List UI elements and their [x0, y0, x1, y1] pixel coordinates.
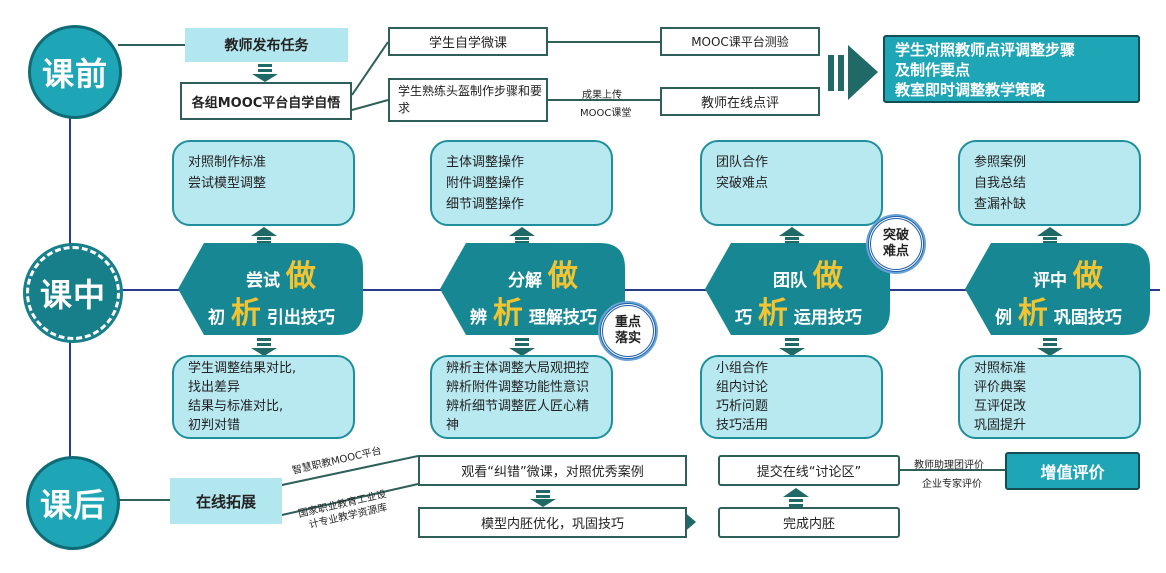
stage-prefix: 初 [208, 308, 225, 328]
stage-skill: 引出技巧 [266, 308, 335, 328]
stage-hexagon: 尝试 做初 析 引出技巧 [178, 243, 363, 335]
optimize-box: 模型内胚优化，巩固技巧 [418, 507, 687, 538]
card-line: 技巧活用 [716, 418, 769, 433]
stage-prefix: 辨 [470, 308, 487, 328]
analyze-char: 析 [757, 296, 788, 331]
stage-name: 尝试 [246, 271, 280, 291]
card-line: 参照案例 [974, 155, 1027, 170]
card-line: 对照制作标准 [188, 155, 267, 170]
stage-title-line1: 尝试 做 [246, 251, 316, 295]
value-eval-box: 增值评价 [1005, 452, 1140, 490]
card-line: 团队合作 [716, 155, 769, 170]
teacher-task-box: 教师发布任务 [185, 28, 348, 62]
stage-title-line2: 巧 析 运用技巧 [735, 288, 862, 332]
card-line: 细节调整操作 [446, 197, 525, 212]
flow-arrow [251, 227, 277, 356]
card-line: 突破难点 [716, 176, 769, 191]
stamp-text: 难点 [882, 244, 909, 259]
stage-top-card: 参照案例自我总结查漏补缺 [958, 140, 1141, 226]
card-line: 巧析问题 [716, 399, 769, 414]
do-char: 做 [547, 259, 578, 294]
stage-skill: 理解技巧 [528, 308, 597, 328]
summary-line: 学生对照教师点评调整步骤 [895, 41, 1076, 59]
card-line: 附件调整操作 [446, 176, 525, 191]
teacher-review-box: 教师在线点评 [660, 87, 820, 116]
summary-box: 学生对照教师点评调整步骤 及制作要点 教室即时调整教学策略 [883, 35, 1140, 103]
card-line: 辨析附件调整功能性意识 [446, 380, 590, 395]
phase-post-class: 课后 [26, 456, 120, 550]
stage-bottom-card: 学生调整结果对比, 找出差异结果与标准对比, 初判对错 [172, 355, 355, 439]
stamp-text: 重点 [614, 315, 641, 330]
stamp-text: 落实 [614, 331, 641, 346]
card-line: 对照标准 [974, 361, 1027, 376]
stage-title-line2: 辨 析 理解技巧 [470, 288, 597, 332]
summary-line: 教室即时调整教学策略 [895, 81, 1046, 99]
self-study-box: 学生自学微课 [388, 27, 548, 56]
do-char: 做 [285, 259, 316, 294]
analyze-char: 析 [492, 296, 523, 331]
stage-name: 评中 [1033, 271, 1067, 291]
eval-label-1: 教师助理团评价 [914, 460, 984, 471]
phase-pre-class: 课前 [28, 25, 122, 119]
practice-box: 学生熟练头盔制作步骤和要求 [388, 78, 548, 122]
difficulty-stamp: 突破难点 [868, 216, 924, 272]
stage-skill: 运用技巧 [793, 308, 862, 328]
flow-arrow [509, 227, 535, 356]
eval-label-2: 企业专家评价 [922, 479, 982, 490]
card-line: 评价典案 [974, 380, 1027, 395]
stamp-text: 突破 [882, 228, 909, 243]
stage-top-card: 主体调整操作附件调整操作细节调整操作 [430, 140, 613, 226]
summary-line: 及制作要点 [895, 61, 971, 79]
stage-skill: 巩固技巧 [1053, 308, 1122, 328]
group-study-box: 各组MOOC平台自学自悟 [180, 82, 352, 120]
flow-arrow [1037, 227, 1063, 356]
card-line: 辨析主体调整大局观把控 [446, 361, 590, 376]
upload-label: 成果上传 [582, 90, 622, 101]
stage-top-card: 对照制作标准尝试模型调整 [172, 140, 355, 226]
card-line: 结果与标准对比, [188, 399, 284, 414]
stage-title-line2: 例 析 巩固技巧 [995, 288, 1122, 332]
stage-hexagon: 团队 做巧 析 运用技巧 [705, 243, 890, 335]
do-char: 做 [1072, 259, 1103, 294]
flow-arrow [779, 227, 805, 356]
card-line: 找出差异 [188, 380, 241, 395]
key-point-stamp: 重点落实 [600, 303, 656, 359]
card-line: 学生调整结果对比, [188, 361, 297, 376]
stage-prefix: 巧 [735, 308, 752, 328]
card-line: 巩固提升 [974, 418, 1027, 433]
quiz-box: MOOC课平台测验 [660, 27, 820, 56]
stage-prefix: 例 [995, 308, 1012, 328]
card-line: 自我总结 [974, 176, 1027, 191]
stage-title-line1: 分解 做 [508, 251, 578, 295]
complete-box: 完成内胚 [718, 507, 900, 538]
phase-in-class: 课中 [23, 243, 123, 343]
stage-name: 团队 [773, 271, 807, 291]
stage-title-line1: 团队 做 [773, 251, 843, 295]
card-line: 初判对错 [188, 418, 241, 433]
analyze-char: 析 [230, 296, 261, 331]
do-char: 做 [812, 259, 843, 294]
stage-bottom-card: 对照标准评价典案互评促改巩固提升 [958, 355, 1141, 439]
stage-hexagon: 评中 做例 析 巩固技巧 [965, 243, 1150, 335]
mooc-class-label: MOOC课堂 [580, 108, 632, 119]
card-line: 组内讨论 [716, 380, 769, 395]
stage-bottom-card: 辨析主体调整大局观把控辨析附件调整功能性意识辨析细节调整匠人匠心精神 [430, 355, 613, 439]
stage-title-line1: 评中 做 [1033, 251, 1103, 295]
stage-title-line2: 初 析 引出技巧 [208, 288, 335, 332]
stage-hexagon: 分解 做辨 析 理解技巧 [440, 243, 625, 335]
analyze-char: 析 [1017, 296, 1048, 331]
submit-box: 提交在线“讨论区” [718, 455, 900, 486]
card-line: 尝试模型调整 [188, 176, 267, 191]
watch-box: 观看“纠错”微课，对照优秀案例 [418, 455, 687, 486]
stage-name: 分解 [508, 271, 542, 291]
card-line: 查漏补缺 [974, 197, 1027, 212]
stage-bottom-card: 小组合作组内讨论巧析问题技巧活用 [700, 355, 883, 439]
online-extension-box: 在线拓展 [170, 478, 282, 524]
card-line: 主体调整操作 [446, 155, 525, 170]
card-line: 互评促改 [974, 399, 1027, 414]
stage-top-card: 团队合作突破难点 [700, 140, 883, 226]
card-line: 辨析细节调整匠人匠心精神 [446, 399, 590, 433]
card-line: 小组合作 [716, 361, 769, 376]
